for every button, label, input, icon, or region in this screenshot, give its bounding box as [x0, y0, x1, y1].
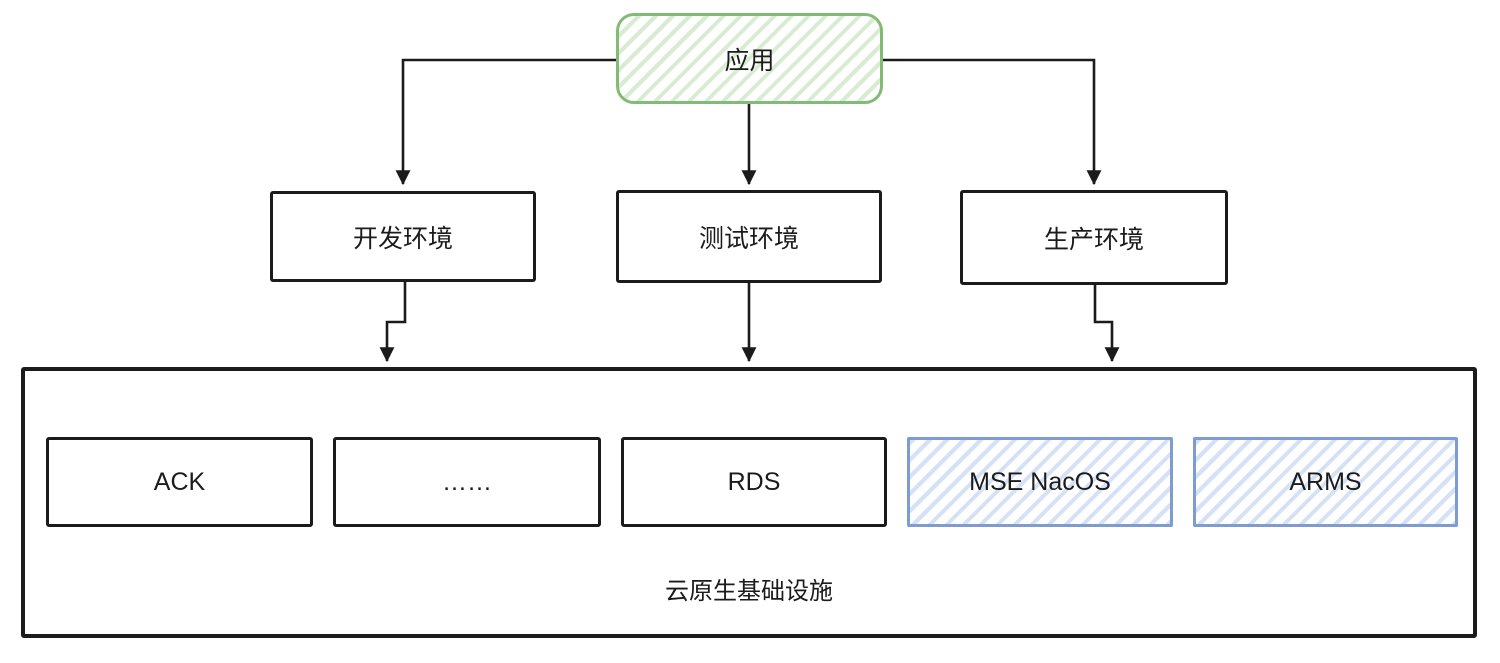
- node-rds-label: RDS: [727, 467, 781, 496]
- edge-app-prod-env: [883, 58, 1102, 186]
- node-ellipsis: ……: [333, 437, 601, 527]
- node-arms-label: ARMS: [1289, 467, 1362, 496]
- node-app: 应用: [616, 13, 883, 104]
- edge-app-dev-env: [395, 58, 616, 186]
- node-test-env-label: 测试环境: [698, 224, 799, 253]
- node-prod-env-label: 生产环境: [1043, 225, 1144, 254]
- node-ellipsis-label: ……: [442, 467, 492, 496]
- node-dev-env-label: 开发环境: [352, 224, 453, 253]
- container-infrastructure: ACK …… RDS MSE NacOS ARMS 云原生基础设施: [21, 367, 1477, 638]
- node-test-env: 测试环境: [616, 190, 882, 283]
- node-ack: ACK: [46, 437, 313, 527]
- node-dev-env: 开发环境: [270, 191, 536, 282]
- node-mse-nacos: MSE NacOS: [907, 437, 1173, 527]
- node-arms: ARMS: [1193, 437, 1458, 527]
- node-prod-env: 生产环境: [960, 190, 1228, 285]
- node-ack-label: ACK: [153, 467, 206, 496]
- node-rds: RDS: [621, 437, 887, 527]
- edge-dev-env-infra: [379, 281, 407, 363]
- infrastructure-label: 云原生基础设施: [665, 578, 833, 605]
- node-mse-nacos-label: MSE NacOS: [969, 467, 1111, 496]
- edge-prod-env-infra: [1093, 285, 1120, 363]
- node-app-label: 应用: [724, 46, 775, 75]
